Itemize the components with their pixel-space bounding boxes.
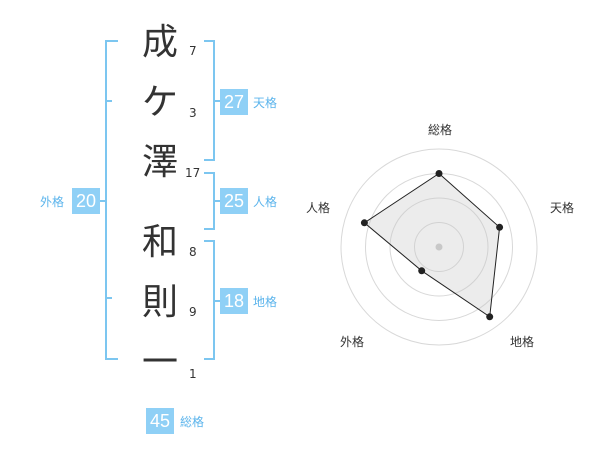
stroke-count-2: 3 — [189, 106, 197, 120]
gaikaku-value: 20 — [72, 188, 100, 214]
name-char-6: 一 — [141, 342, 178, 383]
radar-chart — [340, 148, 538, 346]
name-char-3: 澤 — [141, 142, 178, 183]
gaikaku-label: 外格 — [40, 195, 65, 209]
tenkaku-label: 天格 — [253, 96, 278, 110]
stroke-count-1: 7 — [189, 44, 197, 58]
radar-point-3 — [486, 313, 494, 321]
radar-ring — [340, 148, 538, 346]
stroke-count-5: 9 — [189, 305, 197, 319]
name-char-5: 則 — [141, 282, 178, 323]
radar-point-4 — [418, 267, 426, 275]
chikaku-bracket — [204, 240, 215, 360]
jinkaku-label: 人格 — [253, 195, 278, 209]
radar-label-tenkaku: 天格 — [550, 201, 575, 215]
jinkaku-value: 25 — [220, 188, 248, 214]
gaikaku-bracket — [105, 40, 118, 360]
name-char-4: 和 — [141, 222, 178, 263]
soukaku-label: 総格 — [180, 415, 205, 429]
radar-ring — [414, 222, 464, 272]
name-char-2: ケ — [141, 82, 178, 123]
stroke-count-4: 8 — [189, 245, 197, 259]
name-char-1: 成 — [141, 22, 178, 63]
tenkaku-value: 27 — [220, 89, 248, 115]
radar-ring — [389, 197, 489, 297]
stroke-count-6: 1 — [189, 367, 197, 381]
radar-point-5 — [360, 219, 368, 227]
radar-center-dot — [435, 243, 443, 251]
radar-point-2 — [496, 223, 504, 231]
chikaku-label: 地格 — [253, 295, 278, 309]
chikaku-value: 18 — [220, 288, 248, 314]
soukaku-value: 45 — [146, 408, 174, 434]
radar-polygon — [363, 172, 501, 318]
radar-label-soukaku: 総格 — [428, 123, 453, 137]
radar-label-chikaku: 地格 — [510, 335, 535, 349]
radar-label-jinkaku: 人格 — [306, 201, 331, 215]
tenkaku-bracket — [204, 40, 215, 161]
radar-point-1 — [435, 170, 443, 177]
radar-label-gaikaku: 外格 — [340, 335, 365, 349]
jinkaku-bracket — [204, 172, 215, 230]
stroke-count-3: 17 — [185, 166, 201, 180]
